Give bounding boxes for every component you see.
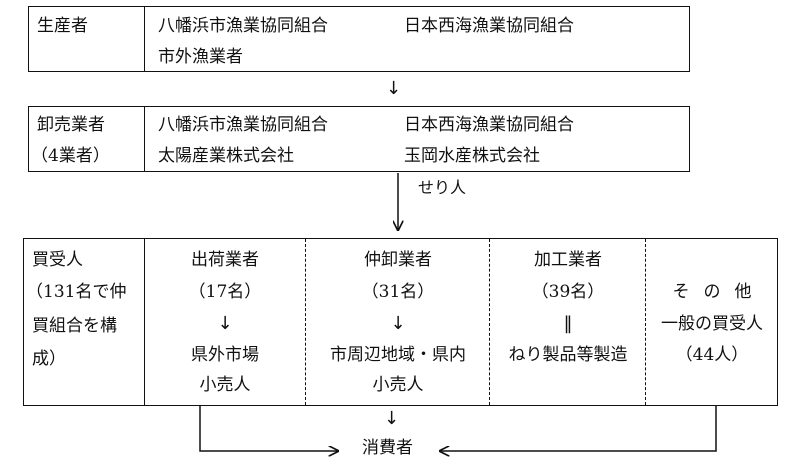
wholesaler-item-1: 八幡浜市漁業協同組合 — [158, 115, 328, 135]
buyer-col1-name: 出荷業者 — [191, 250, 259, 270]
buyer-col2-dest-2: 小売人 — [372, 375, 424, 395]
buyer-col3-dest-1: ねり製品等製造 — [508, 345, 628, 365]
buyers-note-1: （131名で仲 — [26, 282, 127, 302]
wholesaler-item-2: 日本西海漁業協同組合 — [404, 115, 574, 135]
consumer-label: 消費者 — [362, 438, 413, 458]
buyers-dash-1 — [305, 239, 306, 405]
wholesalers-label: 卸売業者 — [37, 115, 105, 135]
buyer-col4-dest-1: （44人） — [675, 345, 749, 365]
producers-divider — [144, 7, 145, 71]
buyer-col3-name: 加工業者 — [534, 250, 602, 270]
buyer-col2-flow: ↓ — [390, 313, 406, 334]
buyers-dash-3 — [645, 239, 646, 405]
buyer-col3-flow: ‖ — [563, 313, 573, 334]
buyer-col2-dest-1: 市周辺地域・県内 — [330, 345, 466, 365]
arrow-down-3: ↓ — [384, 408, 400, 429]
buyers-box: 買受人 （131名で仲 買組合を構 成） 出荷業者 （17名） ↓ 県外市場 小… — [23, 238, 778, 406]
producer-item-3: 市外漁業者 — [158, 47, 243, 67]
producer-item-2: 日本西海漁業協同組合 — [404, 16, 574, 36]
wholesalers-count: （4業者） — [31, 146, 110, 166]
buyer-col2-count: （31名） — [361, 282, 435, 302]
buyer-col4-name: その他 — [672, 282, 766, 302]
wholesalers-box: 卸売業者 （4業者） 八幡浜市漁業協同組合 日本西海漁業協同組合 太陽産業株式会… — [28, 106, 690, 172]
producer-item-1: 八幡浜市漁業協同組合 — [158, 16, 328, 36]
wholesaler-item-4: 玉岡水産株式会社 — [404, 146, 540, 166]
buyer-col1-dest-1: 県外市場 — [191, 345, 259, 365]
buyer-col3-count: （39名） — [531, 282, 605, 302]
wholesaler-item-3: 太陽産業株式会社 — [158, 146, 294, 166]
buyer-col1-count: （17名） — [188, 282, 262, 302]
producers-label: 生産者 — [37, 16, 88, 36]
auctioneer-label: せり人 — [418, 178, 467, 197]
buyer-col1-flow: ↓ — [217, 313, 233, 334]
arrow-down-1: ↓ — [386, 78, 402, 99]
buyer-col2-name: 仲卸業者 — [364, 250, 432, 270]
arrow-left-to-consumer — [199, 406, 338, 451]
buyer-col1-dest-2: 小売人 — [199, 375, 251, 395]
buyers-dash-2 — [489, 239, 490, 405]
producers-box: 生産者 八幡浜市漁業協同組合 日本西海漁業協同組合 市外漁業者 — [28, 6, 690, 72]
buyer-col4-count: 一般の買受人 — [661, 314, 763, 334]
buyers-note-3: 成） — [32, 349, 66, 369]
wholesalers-divider — [144, 107, 145, 171]
buyers-note-2: 買組合を構 — [32, 316, 117, 336]
buyers-divider — [144, 239, 145, 405]
arrow-right-to-consumer — [440, 406, 717, 451]
buyers-label: 買受人 — [32, 250, 83, 270]
